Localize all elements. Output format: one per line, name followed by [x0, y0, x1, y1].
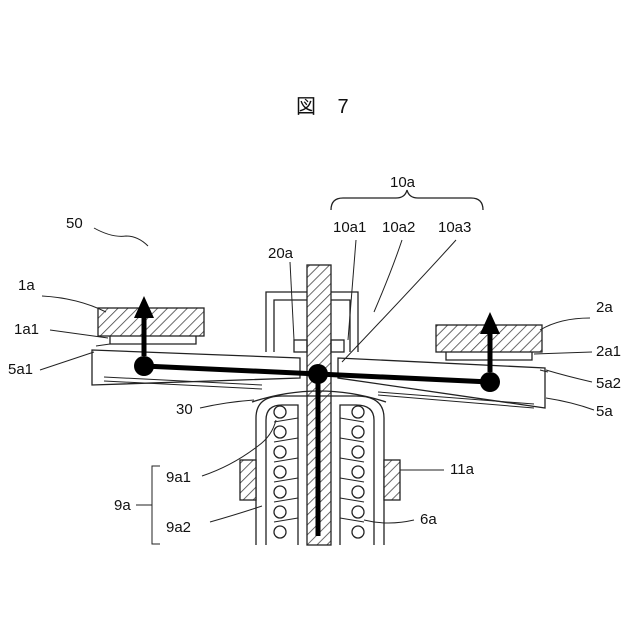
- label-5a1: 5a1: [8, 361, 33, 378]
- plate-right-lip2: [378, 395, 534, 408]
- label-10a1: 10a1: [333, 219, 366, 236]
- label-10a2: 10a2: [382, 219, 415, 236]
- label-50: 50: [66, 215, 83, 232]
- label-9a: 9a: [114, 497, 131, 514]
- label-6a: 6a: [420, 511, 437, 528]
- label-5a: 5a: [596, 403, 613, 420]
- label-20a: 20a: [268, 245, 294, 262]
- block-11a: [384, 460, 400, 500]
- plate-right-lip: [378, 392, 534, 404]
- label-2a: 2a: [596, 299, 613, 316]
- collar-right: [331, 340, 344, 352]
- collar-left: [294, 340, 307, 352]
- lever-right: [318, 374, 490, 382]
- label-10a: 10a: [390, 174, 416, 191]
- marker-5a1: [96, 344, 110, 346]
- lever-left: [144, 366, 318, 374]
- label-2a1: 2a1: [596, 343, 621, 360]
- label-1a1: 1a1: [14, 321, 39, 338]
- label-11a: 11a: [450, 461, 475, 478]
- arrow-right-head: [480, 312, 500, 334]
- label-9a1: 9a1: [166, 469, 191, 486]
- figure-title: 図 7: [296, 96, 357, 118]
- pivot-center: [308, 364, 328, 384]
- label-9a2: 9a2: [166, 519, 191, 536]
- pivot-left: [134, 356, 154, 376]
- label-1a: 1a: [18, 277, 35, 294]
- pad-1a1: [110, 336, 196, 344]
- arrow-left-head: [134, 296, 154, 318]
- spring-left: [274, 406, 298, 538]
- label-5a2: 5a2: [596, 375, 621, 392]
- brace-10a: [331, 190, 483, 210]
- spring-right: [340, 406, 364, 538]
- label-10a3: 10a3: [438, 219, 471, 236]
- label-30: 30: [176, 401, 193, 418]
- pivot-right: [480, 372, 500, 392]
- block-left: [240, 460, 256, 500]
